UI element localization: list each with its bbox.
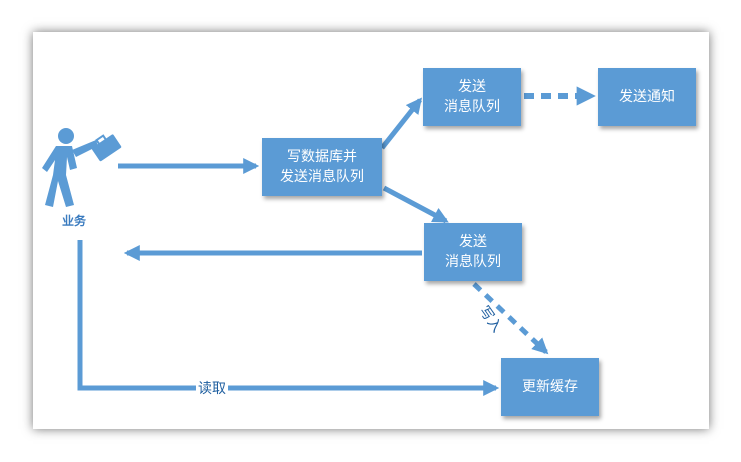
arrow-write-db-to-mq-top (380, 97, 422, 150)
arrow-actor-to-cache (77, 240, 500, 397)
arrow-mq-mid-to-cache (472, 282, 549, 355)
actor-label: 业务 (62, 214, 87, 228)
node-update-cache: 更新缓存 (501, 358, 599, 416)
arrow-write-db-to-mq-mid (382, 185, 449, 224)
node-mq-middle: 发送 消息队列 (424, 223, 522, 281)
edge-label-read: 读取 (196, 378, 228, 398)
business-person-icon (42, 128, 122, 207)
node-send-notification: 发送通知 (598, 68, 696, 126)
node-mq-top: 发送 消息队列 (423, 68, 521, 126)
node-write-db-send-mq: 写数据库并 发送消息队列 (262, 138, 382, 196)
